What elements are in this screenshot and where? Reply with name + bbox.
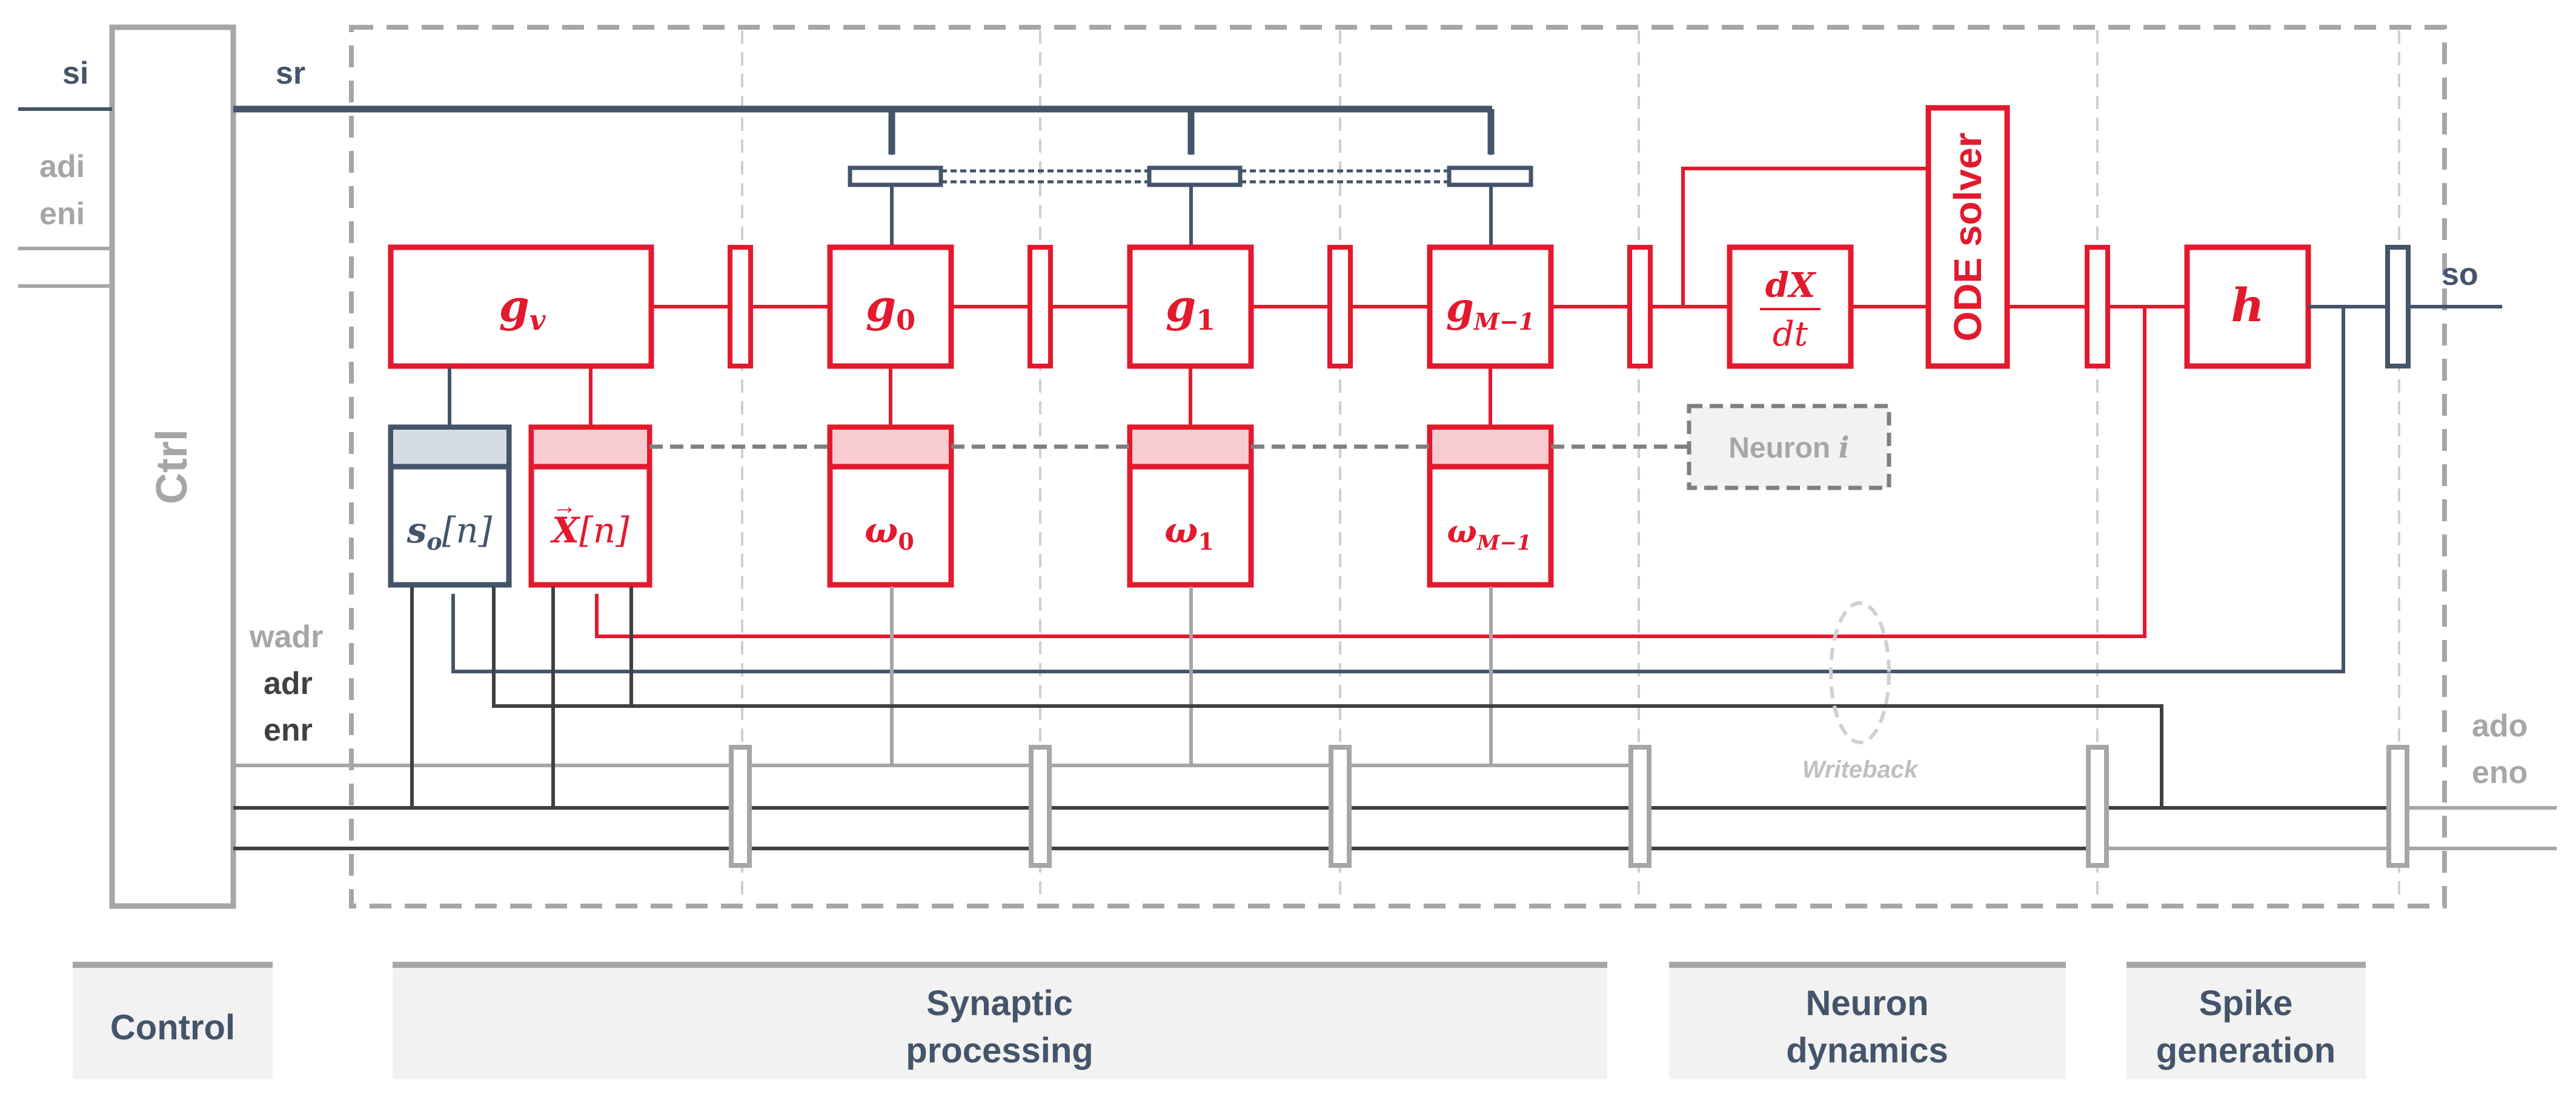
w0-memory: ω0 bbox=[827, 424, 954, 588]
gv-block: gv bbox=[388, 244, 654, 369]
signal-ado: ado bbox=[2472, 708, 2528, 744]
datapath-frame bbox=[349, 25, 2447, 908]
x-memory: → X[n] bbox=[528, 424, 652, 588]
section-synaptic-line1: Synaptic bbox=[926, 984, 1073, 1023]
writeback-marker bbox=[1829, 601, 1891, 744]
wM-subscript: M−1 bbox=[1476, 531, 1532, 555]
svg-text:Neuron i: Neuron i bbox=[1728, 431, 1850, 465]
dxdt-denominator: dt bbox=[1773, 315, 1808, 354]
section-control: Control bbox=[73, 962, 273, 1079]
section-control-label: Control bbox=[110, 1008, 235, 1047]
sr-drops bbox=[888, 109, 1495, 156]
section-neuron: Neuron dynamics bbox=[1669, 962, 2066, 1079]
signal-si: si bbox=[62, 56, 88, 91]
wadr-bus bbox=[233, 585, 1631, 767]
section-synaptic-line2: processing bbox=[906, 1031, 1093, 1070]
adr-bus bbox=[233, 585, 2389, 810]
wM-memory: ωM−1 bbox=[1427, 424, 1554, 588]
svg-text:X[n]: X[n] bbox=[549, 510, 629, 551]
h-block: h bbox=[2184, 244, 2311, 369]
signal-enr: enr bbox=[264, 713, 313, 748]
output-control-lines bbox=[2108, 806, 2558, 850]
x-memory-symbol: X bbox=[549, 510, 580, 551]
svg-text:gM−1: gM−1 bbox=[1446, 284, 1535, 335]
w1-subscript: 1 bbox=[1198, 528, 1213, 555]
red-datapath bbox=[595, 167, 2188, 638]
section-neuron-line2: dynamics bbox=[1786, 1031, 1948, 1070]
neuron-index: i bbox=[1839, 431, 1850, 465]
section-spike-line2: generation bbox=[2156, 1031, 2336, 1070]
x-memory-arrow: → bbox=[553, 493, 577, 519]
ctrl-label: Ctrl bbox=[148, 429, 196, 504]
svg-text:g0: g0 bbox=[866, 280, 915, 336]
w1-symbol: ω bbox=[1164, 510, 1198, 551]
neuron-index-box: Neuron i bbox=[1687, 404, 1891, 490]
gM-subscript: M−1 bbox=[1473, 308, 1535, 335]
gv-symbol: g bbox=[499, 280, 529, 332]
section-spike-line1: Spike bbox=[2199, 984, 2293, 1023]
signal-so: so bbox=[2442, 257, 2478, 292]
writeback-label: Writeback bbox=[1802, 756, 1919, 783]
dxdt-numerator: dX bbox=[1765, 265, 1817, 305]
section-neuron-line1: Neuron bbox=[1806, 984, 1929, 1023]
wM-symbol: ω bbox=[1447, 513, 1477, 550]
spike-feedback bbox=[451, 307, 2345, 673]
w1-memory: ω1 bbox=[1127, 424, 1254, 588]
so-memory: so[n] bbox=[388, 424, 512, 588]
signal-sr: sr bbox=[276, 56, 305, 91]
so-memory-subscript: o bbox=[427, 528, 442, 555]
section-synaptic: Synaptic processing bbox=[393, 962, 1607, 1079]
section-spike: Spike generation bbox=[2126, 962, 2366, 1079]
x-memory-index: [n] bbox=[579, 510, 629, 551]
g1-subscript: 1 bbox=[1196, 304, 1215, 336]
stage-separators bbox=[741, 30, 2400, 903]
ode-solver-block: ODE solver bbox=[1925, 105, 2010, 369]
sr-pipeline-links bbox=[941, 169, 1449, 184]
mem-to-compute bbox=[589, 366, 1492, 427]
svg-text:ω0: ω0 bbox=[865, 510, 914, 555]
w0-subscript: 0 bbox=[898, 528, 914, 555]
signal-eni: eni bbox=[39, 196, 85, 232]
ctrl-block bbox=[109, 24, 236, 909]
signal-wadr: wadr bbox=[249, 619, 323, 655]
sr-register-taps bbox=[890, 185, 1493, 247]
control-pipeline-registers bbox=[729, 745, 2409, 868]
neuron-label: Neuron bbox=[1728, 432, 1838, 464]
h-symbol: h bbox=[2231, 278, 2264, 332]
svg-text:gv: gv bbox=[499, 280, 546, 336]
g0-symbol: g bbox=[866, 280, 896, 332]
gv-subscript: v bbox=[529, 304, 546, 336]
g0-subscript: 0 bbox=[896, 304, 915, 336]
svg-text:g1: g1 bbox=[1166, 280, 1215, 336]
g1-block: g1 bbox=[1127, 244, 1254, 369]
signal-eno: eno bbox=[2472, 755, 2528, 790]
so-memory-index: [n] bbox=[442, 510, 493, 551]
dxdt-block: dX dt bbox=[1727, 244, 1854, 369]
svg-text:ωM−1: ωM−1 bbox=[1447, 513, 1531, 555]
output-register bbox=[2385, 245, 2411, 368]
ode-solver-label: ODE solver bbox=[1946, 132, 1990, 341]
svg-text:ω1: ω1 bbox=[1164, 510, 1214, 555]
so-memory-symbol: s bbox=[407, 510, 427, 551]
w0-symbol: ω bbox=[865, 510, 898, 551]
gM-block: gM−1 bbox=[1427, 244, 1554, 369]
g0-block: g0 bbox=[827, 244, 954, 369]
signal-adr: adr bbox=[264, 666, 313, 701]
svg-text:so[n]: so[n] bbox=[407, 510, 493, 555]
gM-symbol: g bbox=[1446, 284, 1474, 331]
sr-pipeline-register bbox=[848, 165, 1533, 187]
signal-adi: adi bbox=[39, 149, 85, 184]
g1-symbol: g bbox=[1166, 280, 1196, 332]
